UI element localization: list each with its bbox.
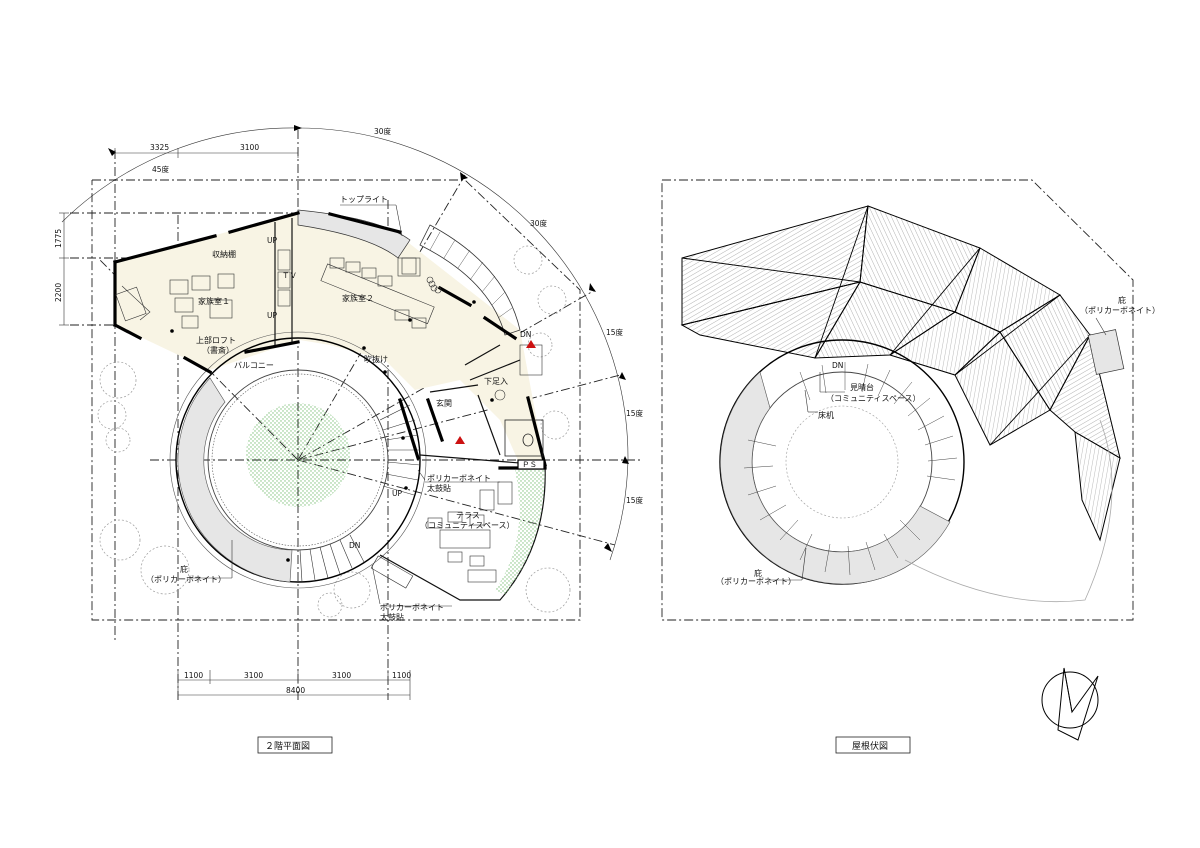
stair-mark: UP — [267, 311, 277, 320]
floor-plan: 30度 45度 30度 15度 15度 15度 3325 3100 1775 2… — [54, 125, 644, 754]
dimension-bottom: 1100 3100 3100 1100 8400 — [177, 670, 411, 700]
floor-area — [115, 213, 545, 465]
callout-poly1: ポリカーボネイト 太鼓貼 — [417, 469, 500, 493]
room-label: 家族室１ — [198, 296, 230, 306]
stair-mark: DN — [832, 361, 843, 370]
furniture-family2 — [320, 257, 442, 329]
kitchen-sink — [397, 257, 543, 401]
callout-label: 庇 — [754, 568, 762, 578]
stair-mark: DN — [349, 541, 360, 550]
callout-desk: 床机 — [804, 389, 834, 420]
ps-label: ＰＳ — [522, 460, 537, 469]
room-label: 吹抜け — [364, 354, 388, 364]
terrace-greenery — [495, 468, 545, 595]
roof-plan: 庇 （ポリカーボネイト） 見晴台 （コミュニティスペース） 床机 DN 庇 （ポ… — [661, 179, 1160, 754]
triangle-marker-icon — [455, 436, 465, 444]
garden-area — [246, 403, 350, 507]
dim-label: 3100 — [240, 143, 259, 152]
furniture-family1 — [115, 273, 235, 329]
kitchen-curve — [419, 224, 521, 336]
room-label: 上部ロフト — [196, 335, 236, 345]
dim-label: 2200 — [54, 283, 63, 302]
roof-deck — [720, 371, 951, 585]
dim-label: 1100 — [392, 671, 411, 680]
plan-title: 屋根伏図 — [852, 740, 888, 752]
room-label: （コミュニティスペース） — [420, 521, 515, 530]
site-boundary — [91, 179, 581, 621]
stair-mark: UP — [392, 489, 402, 498]
callout-label: （コミュニティスペース） — [826, 394, 921, 403]
north-arrow-icon — [1041, 667, 1099, 741]
room-label: ＴＶ — [282, 271, 297, 280]
angle-label: 15度 — [626, 408, 644, 418]
room-label: 収納棚 — [212, 249, 236, 259]
room-label: （書斎） — [202, 345, 234, 355]
callout-label: 床机 — [818, 410, 834, 420]
angle-label: 15度 — [626, 495, 644, 505]
callout-label: 太鼓貼 — [427, 483, 451, 493]
callout-toplight: トップライト — [340, 195, 403, 237]
callout-eaves: 庇 （ポリカーボネイト） — [146, 540, 233, 584]
dim-label: 3325 — [150, 143, 169, 152]
callout-eaves-bottom: 庇 （ポリカーボネイト） — [716, 547, 807, 586]
interior-walls — [274, 218, 521, 456]
toilet: ＰＳ — [504, 419, 545, 470]
dim-label: 3100 — [332, 671, 351, 680]
grid-lines — [70, 130, 640, 700]
exterior-walls — [112, 211, 547, 470]
callout-poly2: ポリカーボネイト 太鼓貼 — [371, 564, 452, 622]
room-label: 家族室２ — [342, 293, 374, 303]
room-label: テラス — [456, 511, 480, 520]
dimension-left: 1775 2200 — [54, 212, 69, 326]
room-label: バルコニー — [234, 361, 274, 370]
callout-label: （ポリカーボネイト） — [1080, 306, 1160, 315]
stair-mark: DN — [520, 330, 531, 339]
callout-label: トップライト — [340, 195, 388, 204]
stair-mark: UP — [267, 236, 277, 245]
plan-title-box — [835, 736, 911, 754]
callout-label: ポリカーボネイト — [427, 474, 491, 483]
callout-label: ポリカーボネイト — [380, 603, 444, 612]
dim-label: 8400 — [286, 686, 305, 695]
dim-label: 1775 — [54, 229, 63, 248]
callout-label: 太鼓貼 — [380, 612, 404, 622]
dim-label: 3100 — [244, 671, 263, 680]
balcony-deck — [177, 377, 293, 583]
dim-label: 1100 — [184, 671, 203, 680]
room-label: 玄関 — [436, 398, 452, 408]
callout-label: 見晴台 — [850, 382, 874, 392]
stairs — [299, 404, 421, 583]
eaves-box — [1087, 329, 1125, 375]
callout-label: （ポリカーボネイト） — [146, 575, 226, 584]
site-boundary — [661, 179, 1134, 621]
room-label: 下足入 — [484, 377, 508, 386]
angle-label: 30度 — [374, 126, 392, 136]
plan-title-box — [257, 736, 333, 754]
roof-panel — [1074, 431, 1121, 542]
plan-title: ２階平面図 — [265, 741, 310, 752]
furniture-terrace — [370, 481, 513, 589]
angle-arc — [61, 127, 629, 561]
dimension-top: 3325 3100 — [114, 143, 299, 158]
angle-label: 30度 — [530, 218, 548, 228]
storage-unit — [277, 249, 291, 307]
callout-lookout: 見晴台 （コミュニティスペース） — [819, 372, 921, 403]
angle-arc-ticks — [108, 125, 629, 552]
terrace-outline — [379, 454, 546, 601]
callout-label: 庇 — [180, 564, 188, 574]
callout-eaves-right: 庇 （ポリカーボネイト） — [1080, 295, 1160, 336]
angle-label: 45度 — [152, 164, 170, 174]
site-path — [904, 419, 1113, 603]
callout-label: （ポリカーボネイト） — [716, 577, 796, 586]
trees — [97, 245, 571, 618]
balcony-ring-inner — [207, 369, 389, 551]
balcony-ring-outer — [175, 337, 421, 583]
triangle-marker-icon — [526, 340, 536, 348]
callout-label: 庇 — [1118, 295, 1126, 305]
radial-dots — [170, 300, 494, 562]
angle-label: 15度 — [606, 327, 624, 337]
